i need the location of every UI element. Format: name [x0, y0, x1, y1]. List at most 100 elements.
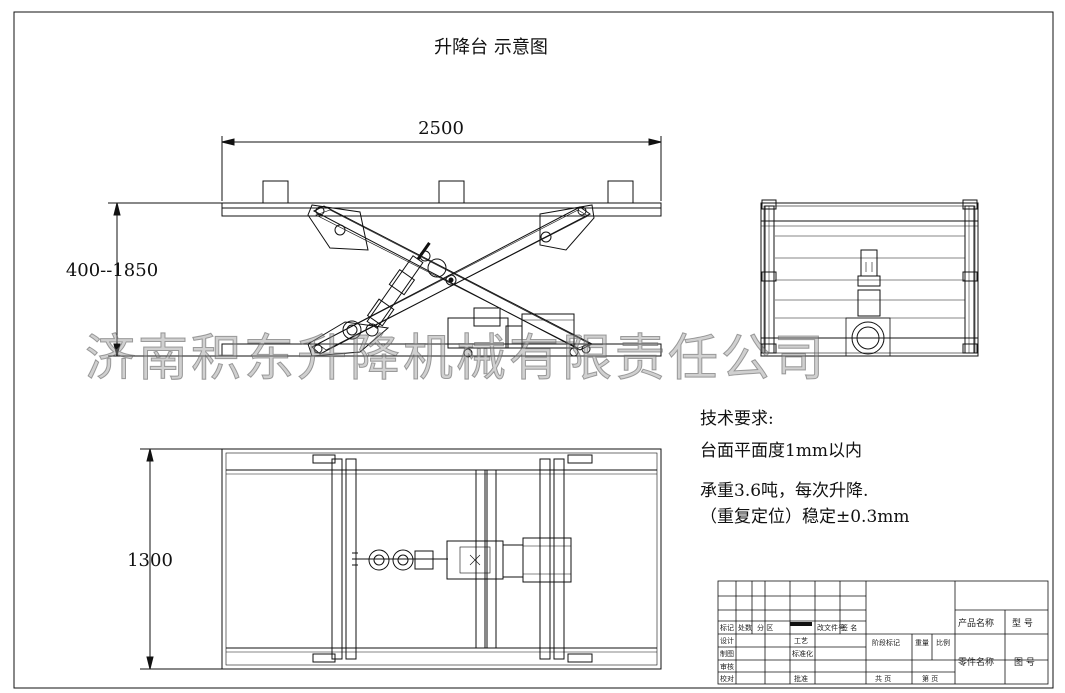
top-beam-left-cap-bottom [312, 653, 336, 663]
arm-plate-top-left [307, 204, 369, 251]
top-block-right [607, 180, 634, 204]
side-cylinder-clamp [857, 275, 881, 287]
pivot-center-dot [448, 277, 454, 283]
side-post-left [764, 205, 775, 354]
top-cylinder-eye-b [392, 549, 414, 571]
drawing-title: 升降台 示意图 [434, 37, 548, 58]
tb-scale: 比例 [936, 638, 950, 647]
tb-proof: 校对 [720, 674, 734, 683]
top-view [140, 448, 662, 670]
hole-base-right [569, 347, 579, 357]
tb-approve: 批准 [794, 674, 808, 683]
side-cylinder-body [857, 289, 881, 317]
side-cap-br [962, 343, 978, 354]
cylinder-top-eye [427, 258, 447, 278]
side-post-right [964, 205, 975, 354]
requirement-load: 承重3.6吨，每次升降. [700, 481, 869, 501]
tb-model: 型 号 [1012, 618, 1033, 629]
front-view [108, 136, 662, 358]
requirement-flatness: 台面平面度1mm以内 [700, 441, 863, 461]
side-cap-tl [761, 199, 777, 210]
tb-review: 审核 [720, 662, 734, 671]
top-beam-right-cap-top [567, 454, 593, 464]
top-beam-right-cap-bottom [567, 653, 593, 663]
dim-arrow-top [113, 202, 121, 216]
hole-top-left [334, 224, 346, 236]
top-motor-flange [502, 544, 524, 578]
tb-draw: 制图 [720, 649, 734, 658]
side-view [760, 199, 979, 357]
arm-plate-top-right [539, 204, 595, 251]
arm-plate-bottom-left [307, 321, 390, 357]
top-cylinder-eye-a [368, 549, 390, 571]
top-block-left [262, 180, 289, 204]
top-motor-body [522, 537, 572, 583]
side-cap-bl [761, 343, 777, 354]
top-beam-right-a [539, 458, 551, 660]
side-motor-circle [851, 321, 885, 355]
side-cap-tr [962, 199, 978, 210]
dim-arrow-left [221, 138, 235, 146]
top-beam-center-b [486, 469, 497, 649]
cylinder-bottom-pin [365, 323, 379, 337]
scissor-arm-b-inner [317, 209, 589, 351]
tb-product-name: 产品名称 [958, 617, 994, 629]
roller-bottom [342, 320, 362, 340]
dim-arrow-depth-top [146, 448, 154, 462]
dim-arrow-bottom [113, 343, 121, 357]
scissor-arm-a [312, 205, 594, 351]
top-pump-inner [459, 546, 491, 574]
cylinder-top-pin [419, 250, 431, 262]
platform-top-plate [221, 202, 662, 217]
top-inner-frame [225, 452, 658, 666]
requirements-heading: 技术要求: [700, 409, 774, 429]
top-cylinder-block [414, 550, 434, 570]
tb-weight: 重量 [915, 639, 929, 647]
base-plate [221, 343, 662, 357]
tb-sign: 签 名 [841, 623, 857, 632]
motor-body [521, 313, 575, 349]
top-beam-center-a [475, 469, 486, 649]
tb-change-doc: 改文件号 [817, 623, 845, 632]
requirement-repeatability: （重复定位）稳定±0.3mm [700, 507, 910, 527]
technical-requirements: 技术要求: 台面平面度1mm以内 承重3.6吨，每次升降. （重复定位）稳定±0… [700, 407, 1030, 529]
pivot-bottom-right [581, 344, 591, 354]
tb-standardize: 标准化 [792, 649, 813, 658]
dim-arrow-depth-bottom [146, 656, 154, 670]
cylinder-clamp-a [366, 298, 395, 327]
dim-arrow-right [648, 138, 662, 146]
title-block-mark [790, 622, 812, 626]
tb-count: 处数 [738, 623, 752, 632]
top-block-middle [438, 180, 465, 204]
top-beam-right-b [553, 458, 565, 660]
hole-top-right [540, 231, 552, 243]
tb-process: 工艺 [794, 637, 808, 645]
tb-stage-mark: 阶段标记 [872, 638, 900, 647]
title-block [717, 580, 1049, 685]
top-outer-frame [221, 448, 662, 670]
pump-top-box [473, 307, 501, 327]
tb-sheet-no: 第 页 [922, 674, 938, 683]
tb-drawing-no: 图 号 [1014, 657, 1035, 668]
tb-total-pages: 共 页 [875, 674, 891, 683]
pivot-bottom-left [313, 344, 323, 354]
dim-height-text: 400--1850 [66, 260, 158, 281]
pivot-top-right [577, 206, 587, 216]
side-motor-box [845, 317, 891, 357]
title-block-frame [717, 580, 1049, 685]
tb-part-name: 零件名称 [958, 656, 994, 668]
side-mid-tl [761, 271, 777, 282]
side-cylinder-top [860, 249, 878, 277]
cylinder-clamp-b [388, 268, 416, 296]
scissor-arm-b [311, 206, 591, 355]
scissor-arm-a-inner [315, 209, 591, 349]
roller-bottom-inner [346, 324, 358, 336]
pivot-top-left [315, 206, 325, 216]
side-mid-tr [962, 271, 978, 282]
tb-design: 设计 [720, 636, 734, 645]
side-inner-frame [763, 205, 976, 354]
hole-base [463, 348, 473, 358]
sheet-border [13, 11, 1054, 689]
